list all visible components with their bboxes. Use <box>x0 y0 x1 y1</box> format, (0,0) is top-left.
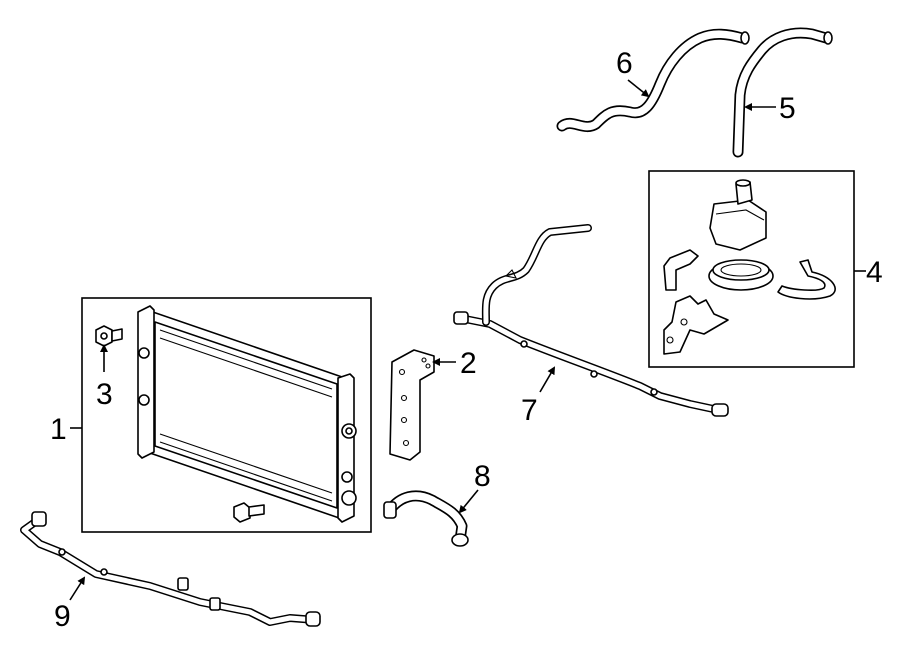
clamp-icon <box>663 249 699 291</box>
callout-3: 3 <box>96 378 113 411</box>
water-pump-icon <box>709 179 767 251</box>
pipe-7-icon <box>453 224 729 417</box>
callout-9: 9 <box>54 600 71 633</box>
seal-ring-icon <box>708 259 774 291</box>
callout-6: 6 <box>616 47 633 80</box>
callout-7: 7 <box>521 394 538 427</box>
strap-clamp-icon <box>777 259 836 300</box>
callout-4: 4 <box>866 256 883 289</box>
leader-6 <box>627 79 650 98</box>
drain-plug-icon <box>95 325 123 347</box>
bolt-icon <box>233 502 265 523</box>
pump-kit-box <box>648 170 855 368</box>
radiator-box <box>81 297 372 533</box>
callout-leaders <box>69 79 866 601</box>
hose-5-icon <box>732 27 833 158</box>
callout-8: 8 <box>474 460 491 493</box>
pump-kit-group <box>648 170 855 368</box>
bracket-icon <box>389 349 435 461</box>
hose-8-icon <box>383 490 469 547</box>
hose-6-icon <box>556 28 750 133</box>
leader-8 <box>458 489 479 514</box>
callout-labels: 1 2 3 4 5 6 7 8 9 <box>50 47 883 633</box>
leader-9 <box>69 576 86 601</box>
radiator-icon <box>137 305 357 523</box>
pipe-9-icon <box>20 511 321 627</box>
callout-2: 2 <box>460 347 477 380</box>
callout-1: 1 <box>50 413 67 446</box>
callout-5: 5 <box>779 92 796 125</box>
pump-bracket-icon <box>663 295 729 355</box>
leader-7 <box>539 366 556 393</box>
radiator-group <box>81 297 372 533</box>
